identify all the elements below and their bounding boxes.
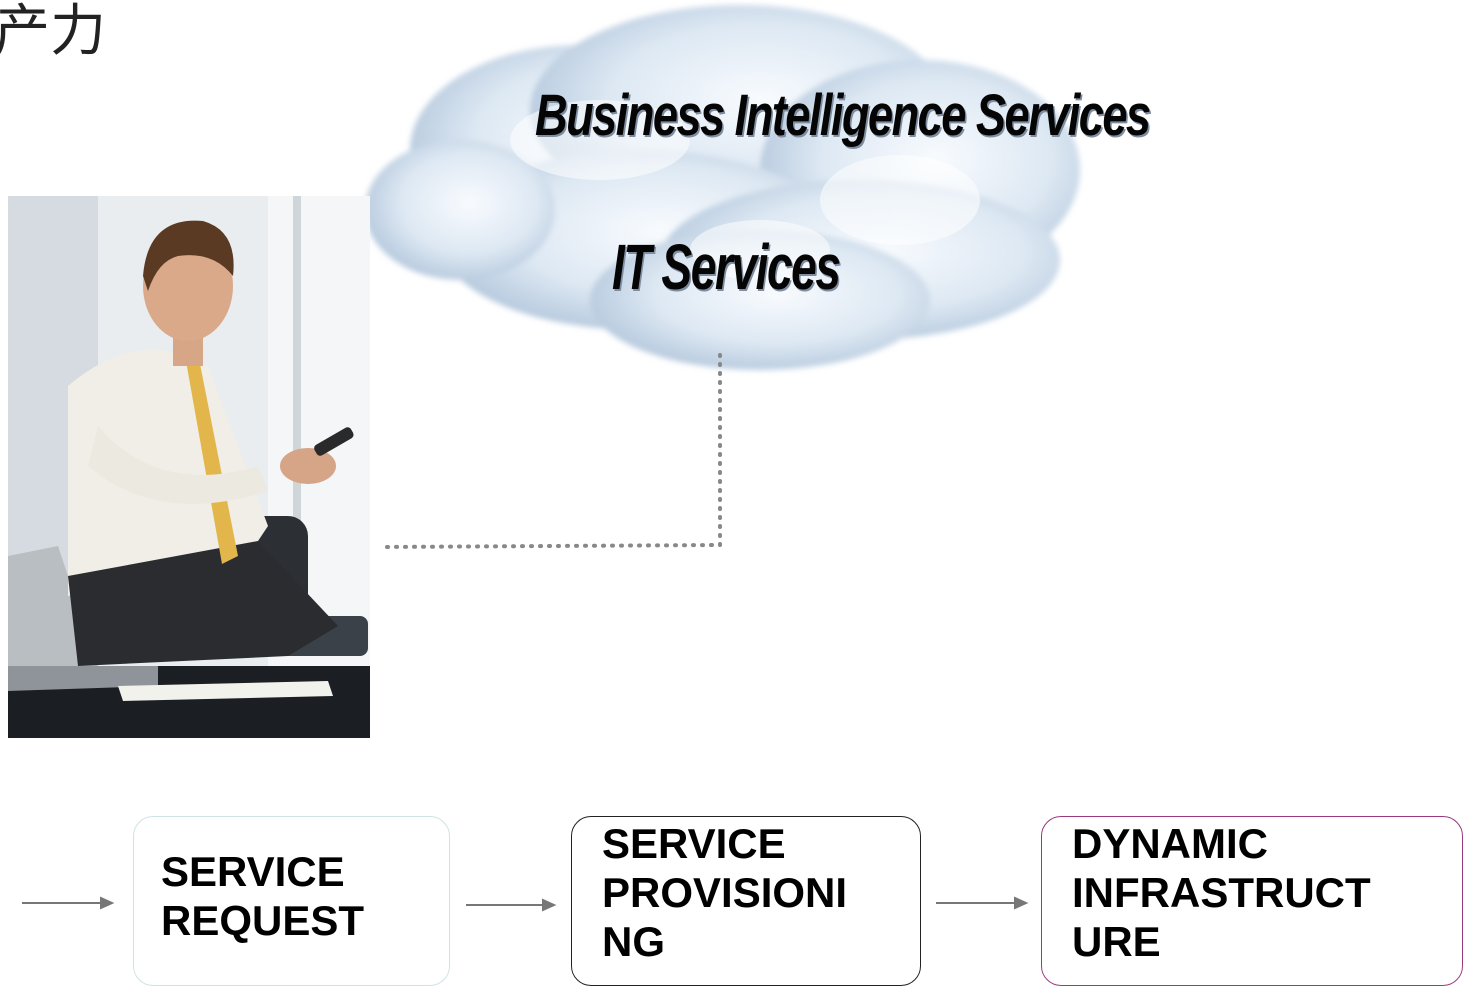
dynamic-infrastructure-box[interactable]: DYNAMIC INFRASTRUCT URE [1041,816,1463,986]
cloud-title: Business Intelligence Services [535,83,1151,148]
arrow-1-head [542,898,557,912]
businessman-photo [8,196,370,738]
cloud-graphic [340,0,1100,380]
arrow-in-head [100,896,115,910]
cloud-subtitle: IT Services [612,231,841,303]
heading-fragment: 产力 [0,0,106,64]
service-request-label: SERVICE REQUEST [161,848,365,944]
service-provisioning-label: SERVICE PROVISIONI NG [602,820,848,965]
arrow-2-head [1014,896,1029,910]
service-request-box[interactable]: SERVICE REQUEST [133,816,450,986]
dynamic-infrastructure-label: DYNAMIC INFRASTRUCT URE [1072,820,1371,965]
service-provisioning-box[interactable]: SERVICE PROVISIONI NG [571,816,921,986]
